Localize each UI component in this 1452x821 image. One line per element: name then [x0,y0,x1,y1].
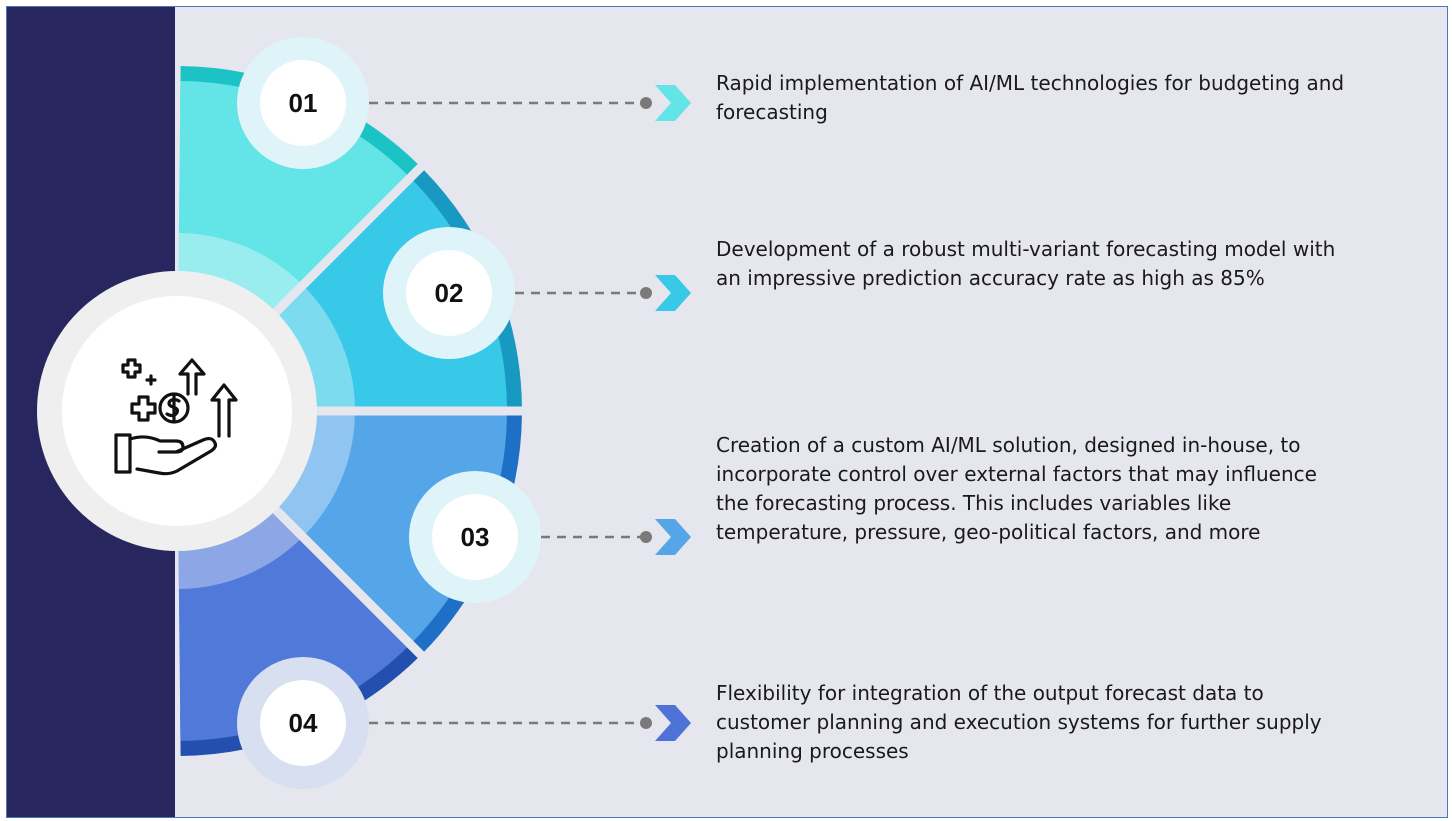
segment-divider-3 [258,492,428,662]
infographic-frame: 01 02 03 04 Rapid implementation of AI/ML t… [6,6,1448,818]
chevron-right-icon [655,275,691,311]
segment-inner-band-1 [178,233,302,326]
step-description-4: Flexibility for integration of the outpu… [716,681,1322,763]
chevron-right-icon [655,705,691,741]
connector-dot-2 [640,287,652,299]
step-description-1: Rapid implementation of AI/ML technologi… [716,71,1345,124]
step-number-badge: 02 [406,250,492,336]
connector-lines [369,97,652,729]
connector-dot-1 [640,97,652,109]
step-description-2: Development of a robust multi-variant fo… [716,237,1336,290]
chevron-arrows [655,85,691,741]
chevron-right-icon [655,519,691,555]
connector-dot-3 [640,531,652,543]
hand-money-growth-icon [114,358,238,476]
step-number-badge: 04 [260,680,346,766]
connector-dot-4 [640,717,652,729]
segment-inner-band-2 [262,286,355,410]
chevron-right-icon [655,85,691,121]
segment-divider-1 [258,160,428,330]
step-description-3: Creation of a custom AI/ML solution, des… [716,433,1317,544]
segment-inner-band-4 [178,496,302,589]
segment-inner-band-3 [262,412,355,536]
step-number-badge: 01 [260,60,346,146]
step-number-badge: 03 [432,494,518,580]
